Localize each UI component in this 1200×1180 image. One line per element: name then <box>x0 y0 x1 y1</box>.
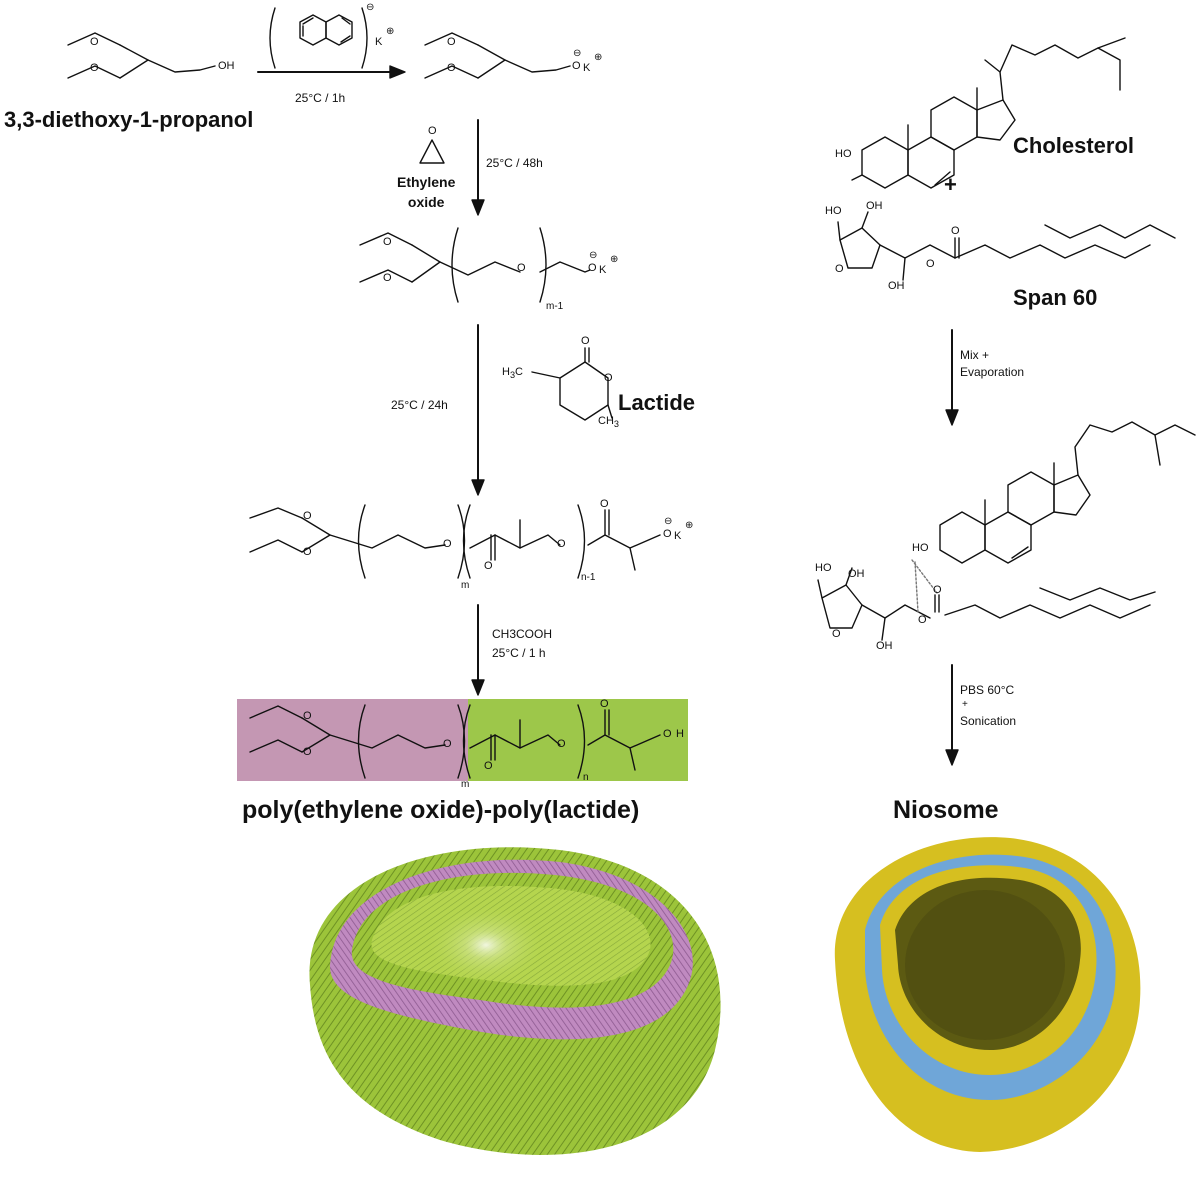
copolymer-oh-h: H <box>676 728 684 740</box>
pla-block-highlight <box>468 699 688 781</box>
pbs-condition: PBS 60°C <box>960 683 1015 697</box>
lactide-carbonyl-o: O <box>581 335 590 347</box>
peo-o2-label: O <box>383 272 392 284</box>
mix-condition: Mix + <box>960 348 990 362</box>
propanol-oh-label: OH <box>218 60 235 72</box>
peo-pla-copolymer-structure <box>249 704 661 779</box>
peopla-co-o-label: O <box>484 560 493 572</box>
lactide-ring-o: O <box>604 372 613 384</box>
niosome-name: Niosome <box>893 796 999 824</box>
peo-o3-label: O <box>517 262 526 274</box>
copolymer-co-o-label: O <box>484 760 493 772</box>
copolymer-o3-label: O <box>443 738 452 750</box>
sonication-condition: Sonication <box>960 714 1017 728</box>
peo-alkoxide-o-label: O <box>588 262 597 274</box>
lactide-ch3-label: CH3 <box>598 415 619 430</box>
copolymer-m-index: m <box>461 779 470 790</box>
step1-conditions: 25°C / 1h <box>295 91 346 105</box>
span-oh2-label: OH <box>888 280 905 292</box>
complex-ring-o-label: O <box>832 628 841 640</box>
copolymer-o2-label: O <box>303 746 312 758</box>
propanol-o1-label: O <box>90 36 99 48</box>
niosome-illustration <box>834 837 1141 1152</box>
span-ho-label: HO <box>825 205 842 217</box>
copolymer-oh-o: O <box>663 728 672 740</box>
cholesterol-structure <box>851 37 1126 189</box>
lactide-h3c-label: H3C <box>502 366 523 381</box>
peo-pla-intermediate-structure <box>249 504 661 579</box>
ethylene-oxide-structure <box>419 139 445 164</box>
copolymer-co2-o-label: O <box>600 698 609 710</box>
polymersome-illustration <box>309 847 721 1155</box>
propanol-structure <box>67 32 216 79</box>
cholesterol-ho-label: HO <box>835 148 852 160</box>
span-oh1-label: OH <box>866 200 883 212</box>
span-ring-o-label: O <box>835 263 844 275</box>
potassium-label: K <box>375 36 383 48</box>
step2-conditions: 25°C / 48h <box>486 156 543 170</box>
peopla-o1-label: O <box>303 510 312 522</box>
alkoxide-o2-label: O <box>447 62 456 74</box>
peopla-o3-label: O <box>443 538 452 550</box>
peopla-alkoxide-o: O <box>663 528 672 540</box>
peopla-k-charge: ⊕ <box>685 520 694 531</box>
complex-ester-o-label: O <box>918 614 927 626</box>
peo-k-charge: ⊕ <box>610 254 619 265</box>
pbs-plus: + <box>962 699 968 710</box>
span60-name: Span 60 <box>1013 285 1098 310</box>
peo-k-label: K <box>599 264 607 276</box>
copolymer-n-index: n <box>583 772 589 783</box>
complex-co-o-label: O <box>933 584 942 596</box>
complex-span-oh1-label: OH <box>848 568 865 580</box>
peo-o-charge: ⊖ <box>589 250 598 261</box>
alkoxide-k-label: K <box>583 62 591 74</box>
hydrogen-bond-lines <box>911 559 938 613</box>
copolymer-name: poly(ethylene oxide)-poly(lactide) <box>242 796 640 824</box>
peo-block-highlight <box>237 699 468 781</box>
epoxide-o-label: O <box>428 125 437 137</box>
peopla-n1-index: n-1 <box>581 572 596 583</box>
potassium-charge: ⊕ <box>386 26 395 37</box>
peopla-o4-label: O <box>557 538 566 550</box>
peopla-o-charge: ⊖ <box>664 516 673 527</box>
cholesterol-name: Cholesterol <box>1013 133 1135 158</box>
alkoxide-o-charge: ⊖ <box>573 48 582 59</box>
lactide-structure <box>531 347 613 421</box>
span60-structure <box>837 211 1176 281</box>
peopla-o2-label: O <box>303 546 312 558</box>
complex-span-oh2-label: OH <box>876 640 893 652</box>
peopla-co2-o-label: O <box>600 498 609 510</box>
propanol-name: 3,3-diethoxy-1-propanol <box>4 107 254 132</box>
span-ester-o-label: O <box>926 258 935 270</box>
evaporation-condition: Evaporation <box>960 365 1025 379</box>
alkoxide-o1-label: O <box>447 36 456 48</box>
complex-ho-label: HO <box>912 542 929 554</box>
peopla-m-index: m <box>461 580 470 591</box>
peo-repeat-index: m-1 <box>546 301 564 312</box>
ethylene-oxide-name: Ethylene oxide <box>397 174 456 210</box>
lactide-name: Lactide <box>618 390 696 415</box>
peo-o1-label: O <box>383 236 392 248</box>
copolymer-o1-label: O <box>303 710 312 722</box>
cholesterol-span-complex-structure <box>817 421 1196 641</box>
peo-intermediate-structure <box>359 227 591 303</box>
step3-conditions: 25°C / 24h <box>391 398 448 412</box>
peopla-k-label: K <box>674 530 682 542</box>
span-co-o-label: O <box>951 225 960 237</box>
alkoxide-o-label: O <box>572 60 581 72</box>
alkoxide-structure <box>424 32 571 79</box>
copolymer-o4-label: O <box>557 738 566 750</box>
alkoxide-k-charge: ⊕ <box>594 52 603 63</box>
plus-sign: + <box>944 172 957 197</box>
propanol-o2-label: O <box>90 62 99 74</box>
naphthalene-charge: ⊖ <box>366 2 375 13</box>
complex-span-ho-label: HO <box>815 562 832 574</box>
step4-conditions: 25°C / 1 h <box>492 646 546 660</box>
step4-reagent: CH3COOH <box>492 627 553 641</box>
naphthalene-structure <box>269 7 368 69</box>
